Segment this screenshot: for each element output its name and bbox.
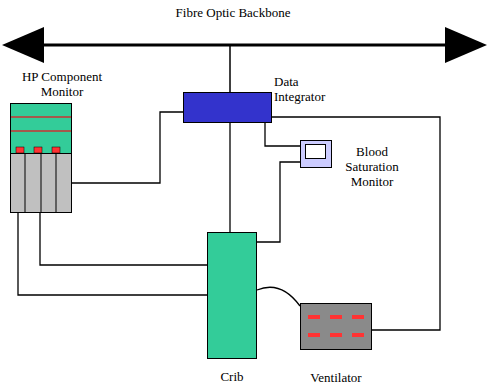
cable-connector xyxy=(257,287,300,306)
module-divider xyxy=(41,154,42,213)
trace-line xyxy=(11,130,71,132)
indicator-dash xyxy=(330,315,342,319)
ventilator-node: Ventilator xyxy=(300,303,372,350)
indicator-dash xyxy=(308,315,320,319)
integrator-box xyxy=(184,93,272,123)
indicator-light xyxy=(16,147,24,153)
monitor-screen xyxy=(306,145,326,159)
monitor-screen xyxy=(11,104,72,154)
cable-connector xyxy=(229,123,230,232)
backbone-line xyxy=(40,44,450,47)
node-outline xyxy=(300,140,332,168)
node-outline xyxy=(183,92,272,123)
backbone-arrow xyxy=(445,27,487,63)
cable-connector xyxy=(18,213,207,295)
crib-body xyxy=(208,233,257,359)
backbone-label: Fibre Optic Backbone xyxy=(0,5,466,20)
module-rack xyxy=(11,154,72,213)
ventilator-body xyxy=(301,304,372,350)
indicator-dash xyxy=(352,315,364,319)
cable-connector xyxy=(40,213,207,265)
module-divider xyxy=(56,154,57,213)
cable-connector xyxy=(272,117,440,330)
node-label: Data Integrator xyxy=(274,74,338,104)
cable-connector xyxy=(257,162,300,242)
node-label: Ventilator xyxy=(290,370,382,385)
indicator-dash xyxy=(330,333,342,337)
node-label: Blood Saturation Monitor xyxy=(338,144,406,189)
monitor-node: HP Component Monitor xyxy=(10,103,72,213)
cable-connector xyxy=(265,123,300,146)
monitor-body xyxy=(301,141,332,168)
module-divider xyxy=(25,154,26,213)
node-label: HP Component Monitor xyxy=(7,69,117,99)
indicator-light xyxy=(52,147,60,153)
node-outline xyxy=(207,232,257,359)
integrator-node: Data Integrator xyxy=(183,92,272,123)
backbone-arrow xyxy=(2,27,44,63)
crib-node: Crib xyxy=(207,232,257,359)
backbone-drop xyxy=(229,45,231,92)
monitor-node: Blood Saturation Monitor xyxy=(300,140,332,168)
node-label: Crib xyxy=(187,369,277,384)
indicator-dash xyxy=(308,333,320,337)
node-outline xyxy=(10,103,72,213)
node-outline xyxy=(300,303,372,350)
trace-line xyxy=(11,116,71,118)
indicator-dash xyxy=(352,333,364,337)
indicator-light xyxy=(34,147,42,153)
cable-connector xyxy=(72,112,183,183)
